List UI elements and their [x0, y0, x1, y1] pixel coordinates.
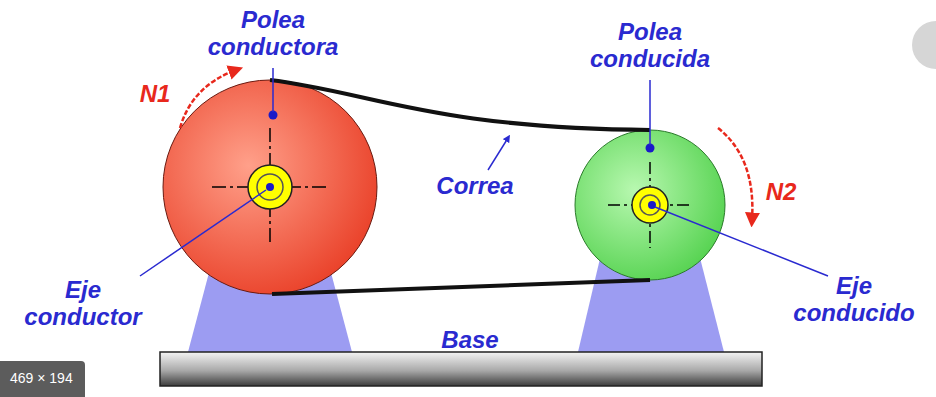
- part-label: Eje conductor: [8, 276, 158, 330]
- part-label: Correa: [420, 172, 530, 199]
- part-label: Base: [420, 326, 520, 353]
- speed-label: N2: [758, 178, 804, 205]
- leader-line: [272, 68, 274, 112]
- leader-line: [140, 190, 266, 276]
- rotation-arrow: [718, 128, 752, 220]
- part-label: Polea conductora: [188, 6, 358, 60]
- leader-arrow: [488, 138, 508, 170]
- leader-line: [649, 80, 651, 145]
- part-label: Polea conducida: [568, 18, 732, 72]
- leader-line: [655, 207, 828, 276]
- belt-top: [270, 80, 650, 130]
- rotation-arrow: [180, 70, 236, 128]
- badge-text: 469 × 194: [10, 370, 75, 386]
- size-badge: 469 × 194: [0, 361, 85, 397]
- driven-pulley: [575, 130, 725, 280]
- driver-pulley: [163, 80, 377, 294]
- scroll-button: [912, 21, 936, 69]
- belt-bottom: [272, 280, 650, 294]
- part-label: Eje conducido: [778, 272, 930, 326]
- speed-label: N1: [132, 80, 178, 107]
- base-bar: [160, 352, 762, 386]
